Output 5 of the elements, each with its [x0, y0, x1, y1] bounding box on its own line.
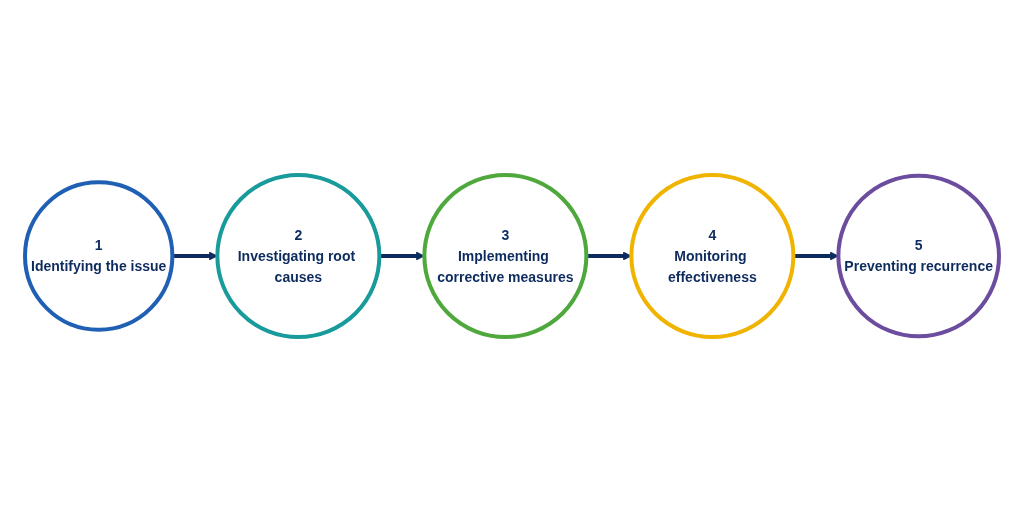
node-circle: 3 Implementing corrective measures — [422, 173, 589, 339]
node-circle: 5 Preventing recurrence — [836, 173, 1001, 339]
node-circle: 1 Identifying the issue — [23, 180, 175, 332]
node-circle: 2 Investigating root causes — [215, 173, 382, 339]
node-circle: 4 Monitoring effectiveness — [629, 173, 796, 339]
